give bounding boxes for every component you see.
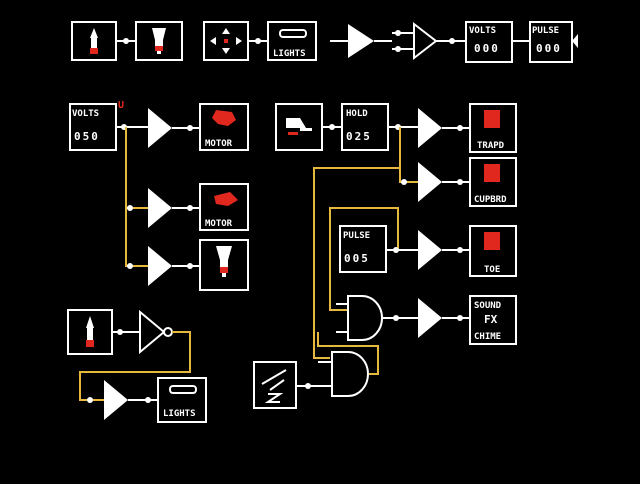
- amplifier-gate-8[interactable]: [418, 298, 442, 338]
- volts-meter-main[interactable]: VOLTS 050: [69, 103, 117, 151]
- hold-label: HOLD: [346, 109, 368, 119]
- u-marker: U: [118, 100, 124, 111]
- amplifier-gate-3[interactable]: [148, 246, 172, 286]
- car-motor-icon: [214, 192, 238, 206]
- volts-label-top: VOLTS: [469, 26, 496, 36]
- volts-value-top: 000: [474, 42, 500, 55]
- motor-component-2[interactable]: MOTOR: [199, 183, 249, 231]
- amplifier-gate-4[interactable]: [104, 380, 128, 420]
- bulb-component-top[interactable]: [135, 21, 183, 61]
- volts-label-main: VOLTS: [72, 109, 99, 119]
- switch-icon: [86, 316, 94, 347]
- solenoid-icon: [484, 110, 500, 128]
- or-gate-top[interactable]: [413, 21, 438, 61]
- switch-icon: [90, 28, 98, 54]
- amplifier-gate-7[interactable]: [418, 230, 442, 270]
- cupbrd-label: CUPBRD: [474, 195, 507, 205]
- trapd-label: TRAPD: [477, 141, 505, 151]
- pulse-label-main: PULSE: [343, 231, 370, 241]
- lights-component-bottom[interactable]: LIGHTS: [157, 377, 207, 423]
- volts-meter-top[interactable]: VOLTS 000: [465, 21, 513, 63]
- crosshair-icon: [210, 28, 242, 54]
- bulb-icon: [152, 28, 166, 54]
- pulse-value-top: 000: [536, 42, 562, 55]
- volts-value-main: 050: [74, 130, 100, 143]
- bulb-icon: [216, 246, 232, 277]
- and-gate-1[interactable]: [347, 295, 383, 341]
- amplifier-gate-2[interactable]: [148, 188, 172, 228]
- switch-component-top[interactable]: [71, 21, 117, 61]
- sensor-component[interactable]: [275, 103, 323, 151]
- lamp-tube-icon: [169, 385, 197, 394]
- motor-component-1[interactable]: MOTOR: [199, 103, 249, 151]
- and-gate-2[interactable]: [331, 351, 369, 397]
- four-way-switch-component[interactable]: [203, 21, 249, 61]
- chime-label: CHIME: [474, 332, 501, 342]
- solenoid-icon: [484, 232, 500, 250]
- sensor-icon: [286, 118, 312, 135]
- amplifier-gate-6[interactable]: [418, 162, 442, 202]
- output-pin[interactable]: [572, 34, 578, 48]
- pulse-meter-top[interactable]: PULSE 000: [529, 21, 573, 63]
- bulb-component-middle[interactable]: [199, 239, 249, 291]
- lights-label: LIGHTS: [273, 49, 306, 59]
- pulse-value-main: 005: [344, 252, 370, 265]
- amplifier-gate-1[interactable]: [148, 108, 172, 148]
- tilt-sensor-component[interactable]: [253, 361, 297, 409]
- motor-label-2: MOTOR: [205, 219, 233, 229]
- airplane-motor-icon: [212, 110, 236, 126]
- trapdoor-component[interactable]: TRAPD: [469, 103, 517, 153]
- tilt-sensor-icon: [261, 369, 287, 403]
- lights-label-bottom: LIGHTS: [163, 409, 196, 419]
- switch-component-bottom[interactable]: [67, 309, 113, 355]
- hold-timer[interactable]: HOLD 025: [341, 103, 389, 151]
- fx-label: FX: [484, 313, 498, 326]
- solenoid-icon: [484, 164, 500, 182]
- pulse-generator[interactable]: PULSE 005: [339, 225, 387, 273]
- toe-label: TOE: [484, 265, 500, 275]
- amplifier-gate-top[interactable]: [348, 24, 374, 58]
- not-gate[interactable]: [139, 309, 166, 355]
- toe-component[interactable]: TOE: [469, 225, 517, 277]
- hold-value: 025: [346, 130, 372, 143]
- cupboard-component[interactable]: CUPBRD: [469, 157, 517, 207]
- motor-label-1: MOTOR: [205, 139, 233, 149]
- amplifier-gate-5[interactable]: [418, 108, 442, 148]
- lights-component-top[interactable]: LIGHTS: [267, 21, 317, 61]
- lamp-tube-icon: [279, 29, 307, 38]
- sound-label: SOUND: [474, 301, 502, 311]
- sound-fx-component[interactable]: SOUND FX CHIME: [469, 295, 517, 345]
- pulse-label-top: PULSE: [532, 26, 559, 36]
